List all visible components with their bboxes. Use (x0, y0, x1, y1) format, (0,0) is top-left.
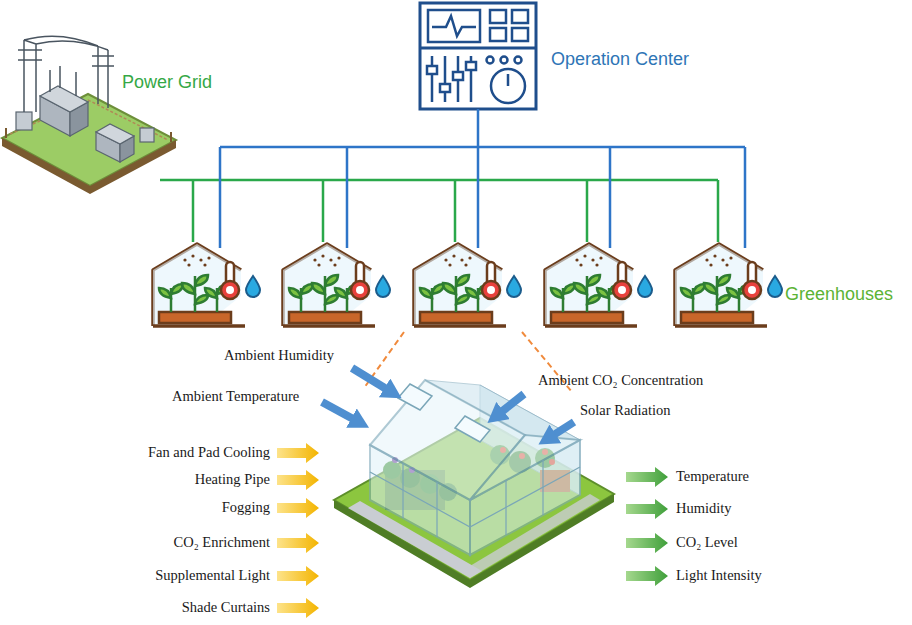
actuator-label: Heating Pipe (195, 471, 270, 488)
actuator-label: CO₂ Enrichment (174, 534, 270, 551)
power-grid-illustration (2, 36, 176, 194)
operation-center-icon (512, 28, 528, 41)
group-label: Greenhouses (785, 284, 893, 306)
operation-center-icon (440, 84, 450, 92)
greenhouse-icon (414, 244, 521, 326)
operation-center-icon (507, 74, 510, 86)
input-arrow (277, 598, 319, 618)
input-arrow (277, 443, 319, 463)
greenhouse-icon (675, 244, 782, 326)
operation-center-icon (487, 57, 494, 64)
operation-center-icon (501, 57, 508, 64)
greenhouse-icon (153, 244, 260, 326)
power-grid-illustration (5, 128, 172, 142)
input-arrow (277, 533, 319, 553)
output-label: CO₂ Level (676, 534, 738, 551)
greenhouse-illustration (370, 460, 580, 537)
power-grid-illustration (18, 40, 42, 112)
operation-center-icon (420, 47, 536, 50)
power-wiring (193, 180, 718, 242)
actuator-label: Fan and Pad Cooling (148, 444, 270, 461)
operation-center-icon (490, 10, 506, 23)
actuator-label: Shade Curtains (182, 599, 270, 616)
operation-center-icon (420, 3, 536, 109)
power-grid-illustration (2, 94, 176, 186)
operation-center-icon (428, 10, 480, 42)
operation-center-icon (431, 56, 434, 102)
ambient-arrows (352, 368, 388, 390)
power-grid-illustration (96, 124, 134, 144)
power-grid-illustration (5, 128, 7, 138)
power-grid-illustration (2, 138, 176, 194)
input-arrow (277, 470, 319, 490)
power-wiring (160, 179, 718, 182)
greenhouse-icon (545, 244, 652, 326)
ambient-label: Ambient Humidity (224, 347, 334, 364)
greenhouse-illustration (455, 416, 490, 442)
power-grid-illustration (18, 36, 114, 112)
greenhouse-illustration (370, 467, 580, 527)
power-grid: Power Grid (122, 72, 212, 94)
communication-wiring (220, 109, 745, 248)
ambient-arrows (322, 368, 574, 436)
power-wiring (160, 180, 718, 242)
ambient-label: Ambient CO₂ Concentration (538, 372, 703, 389)
operation-center-icon (515, 57, 522, 64)
operation-center-icon (427, 56, 525, 103)
ambient-arrows (322, 402, 355, 420)
operation-center-icon (466, 62, 476, 70)
power-grid-illustration (16, 112, 32, 130)
output-arrow (626, 566, 668, 586)
output-label: Humidity (676, 500, 732, 517)
ambient-arrows (552, 422, 574, 436)
input-arrow (277, 498, 319, 518)
operation-center-icon (490, 28, 506, 41)
greenhouse-illustration (334, 380, 614, 588)
power-grid-illustration (24, 36, 108, 50)
ambient-label: Ambient Temperature (172, 388, 299, 405)
greenhouse-icon (283, 244, 390, 326)
io-arrows (277, 443, 668, 618)
node-label: Power Grid (122, 72, 212, 94)
power-grid-illustration (92, 46, 114, 108)
output-label: Temperature (676, 468, 749, 485)
operation-center-icon (491, 69, 525, 103)
communication-wiring (220, 147, 745, 248)
input-arrow (277, 566, 319, 586)
output-label: Light Intensity (676, 567, 762, 584)
output-arrow (626, 533, 668, 553)
actuator-label: Supplemental Light (155, 567, 270, 584)
greenhouse-illustration (470, 435, 580, 500)
operation-center: Operation Center (551, 49, 689, 71)
power-grid-illustration (140, 128, 154, 142)
power-grid-illustration (50, 66, 76, 96)
communication-wiring (220, 109, 745, 147)
node-label: Operation Center (551, 49, 689, 71)
greenhouse-icons (153, 244, 782, 326)
actuator-label: Fogging (222, 499, 270, 516)
operation-center-icon (512, 10, 528, 23)
ambient-label: Solar Radiation (580, 402, 671, 419)
operation-center-icon (432, 16, 476, 36)
operation-center-icon (444, 56, 447, 102)
greenhouse-illustration (398, 384, 432, 410)
power-grid-illustration (170, 132, 172, 142)
ambient-arrows (500, 394, 524, 413)
output-arrow (626, 467, 668, 487)
operation-center-icon (453, 72, 463, 80)
operation-center-icon (427, 66, 437, 74)
operation-center-icon (420, 3, 536, 109)
output-arrow (626, 499, 668, 519)
power-grid-illustration (40, 86, 88, 112)
